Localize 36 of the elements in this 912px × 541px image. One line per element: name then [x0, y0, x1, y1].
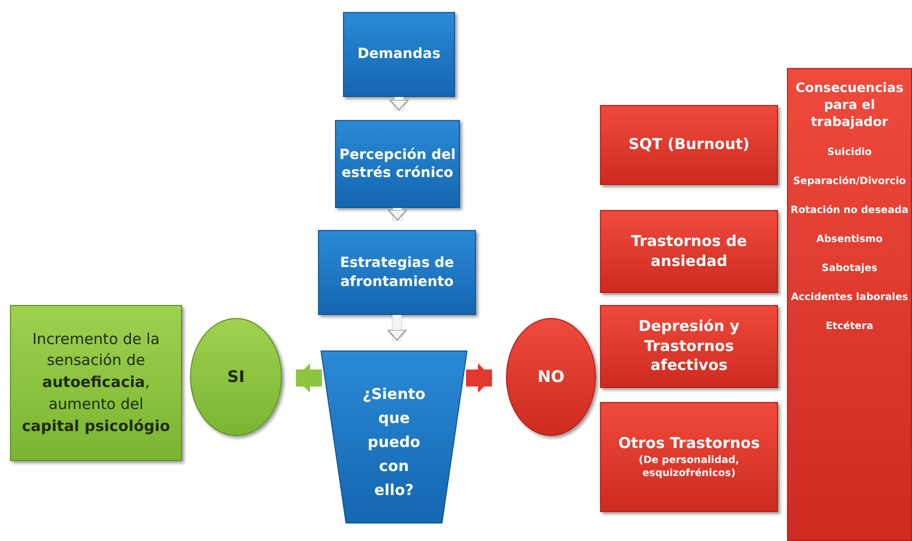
node-label: SI — [227, 366, 245, 388]
answer-circle — [190, 318, 282, 436]
node-label: Rotación no deseada — [790, 204, 908, 217]
node-label: Incremento de la sensación de autoeficacia, aumento del capital psicológio — [20, 328, 172, 437]
node-label: Sabotajes — [822, 262, 878, 275]
node-label: Separación/Divorcio — [793, 174, 906, 188]
disorder-box — [600, 105, 778, 185]
block-arrow — [466, 364, 492, 392]
outcome-box — [10, 305, 182, 461]
block-arrow — [296, 364, 322, 392]
node-label: Demandas — [358, 45, 440, 64]
node-label: Consecuencias para el trabajador — [794, 81, 904, 132]
block-arrow — [388, 208, 407, 220]
node-label: Depresión y Trastornos afectivos — [638, 317, 740, 376]
decision-shape — [320, 350, 468, 524]
node-label: Suicidio — [827, 146, 872, 159]
disorder-box — [600, 210, 778, 293]
node-label: Absentismo — [816, 232, 883, 246]
process-box — [318, 230, 476, 315]
node-label: Trastornos de ansiedad — [630, 232, 748, 271]
process-box — [343, 12, 455, 97]
node-label: ¿Siento que puedo con ello? — [362, 384, 426, 501]
node-label: Accidentes laborales — [790, 290, 908, 304]
node-label: NO — [538, 366, 564, 388]
disorder-box — [600, 305, 778, 388]
node-label: Otros Trastornos — [618, 434, 760, 454]
node-label: Estrategias de afrontamiento — [338, 254, 456, 291]
node-label: Etcétera — [826, 320, 874, 333]
consequences-panel — [787, 68, 912, 541]
node-label: (De personalidad, esquizofrénicos) — [638, 454, 740, 480]
block-arrow — [390, 97, 408, 110]
node-label: SQT (Burnout) — [628, 135, 750, 155]
block-arrow — [388, 315, 406, 340]
disorder-box — [600, 402, 778, 512]
node-label: Percepción del estrés crónico — [338, 146, 457, 182]
process-box — [335, 120, 460, 208]
